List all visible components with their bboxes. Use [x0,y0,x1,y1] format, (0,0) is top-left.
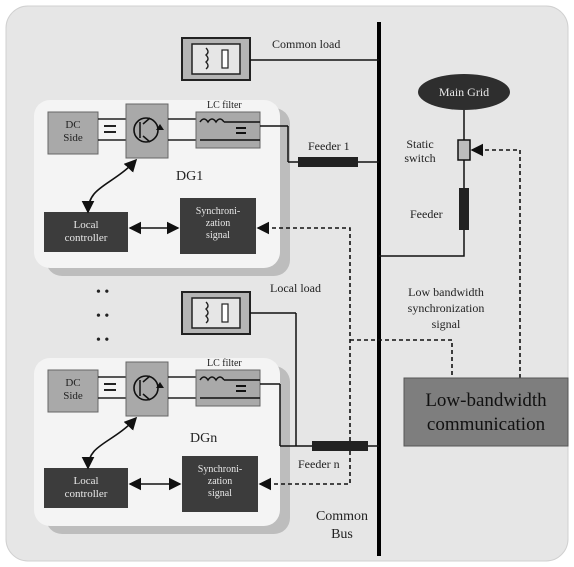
diode-icon-1 [156,124,164,130]
feeder1-box [298,157,358,167]
static-switch-box [457,139,471,161]
sync1-dashed-link [256,221,351,480]
lc-filter-label-n: LC filter [207,358,242,369]
dgn-label: DGn [190,431,217,446]
ellipsis-2: • • [96,309,109,324]
local-load-label: Local load [270,281,321,295]
comm-to-switch-dashed [470,143,521,378]
local-load-inductor-icon [204,301,209,324]
dg1-label: DG1 [176,169,203,184]
sync-box-1 [180,198,256,254]
dc-side-box-1 [47,111,99,155]
common-load-resistor-icon [221,49,229,69]
feeder1-label: Feeder 1 [308,139,350,153]
lc-filter-label-1: LC filter [207,100,242,111]
main-grid-label: Main Grid [439,85,489,99]
inverter-box-1 [125,103,169,159]
common-load-inductor-icon [204,47,209,70]
inverter-box-n [125,361,169,417]
feedern-box [312,441,368,451]
local-controller-box-n [44,468,128,508]
low-bw-comm-box [403,377,569,447]
igbt-symbol-1 [139,117,151,143]
lc-inductor-icon-1 [199,118,225,124]
grid-feeder-box [459,188,469,230]
local-controller-box-1 [44,212,128,252]
common-load-inner [191,43,241,75]
ellipsis-1: • • [96,285,109,300]
lc-filter-box-1 [195,111,261,149]
lc1-to-inverter-arrow [81,158,138,214]
lc-inductor-icon-n [199,376,225,382]
grid-feeder-label: Feeder [410,207,443,221]
feedern-label: Feeder n [298,457,340,471]
main-grid-node [418,74,510,110]
lcn-to-inverter-arrow [81,416,138,470]
comm-to-sync-dashed [350,339,453,378]
common-load-label: Common load [272,37,340,51]
sync-box-n [182,456,258,512]
local-load-resistor-icon [221,303,229,323]
diode-icon-n [156,382,164,388]
dc-side-box-n [47,369,99,413]
local-load-inner [191,297,241,329]
ellipsis-3: • • [96,333,109,348]
igbt-symbol-n [139,375,151,401]
syncn-dashed-link [258,477,351,491]
grid-to-bus-line [379,230,465,257]
lc-filter-box-n [195,369,261,407]
